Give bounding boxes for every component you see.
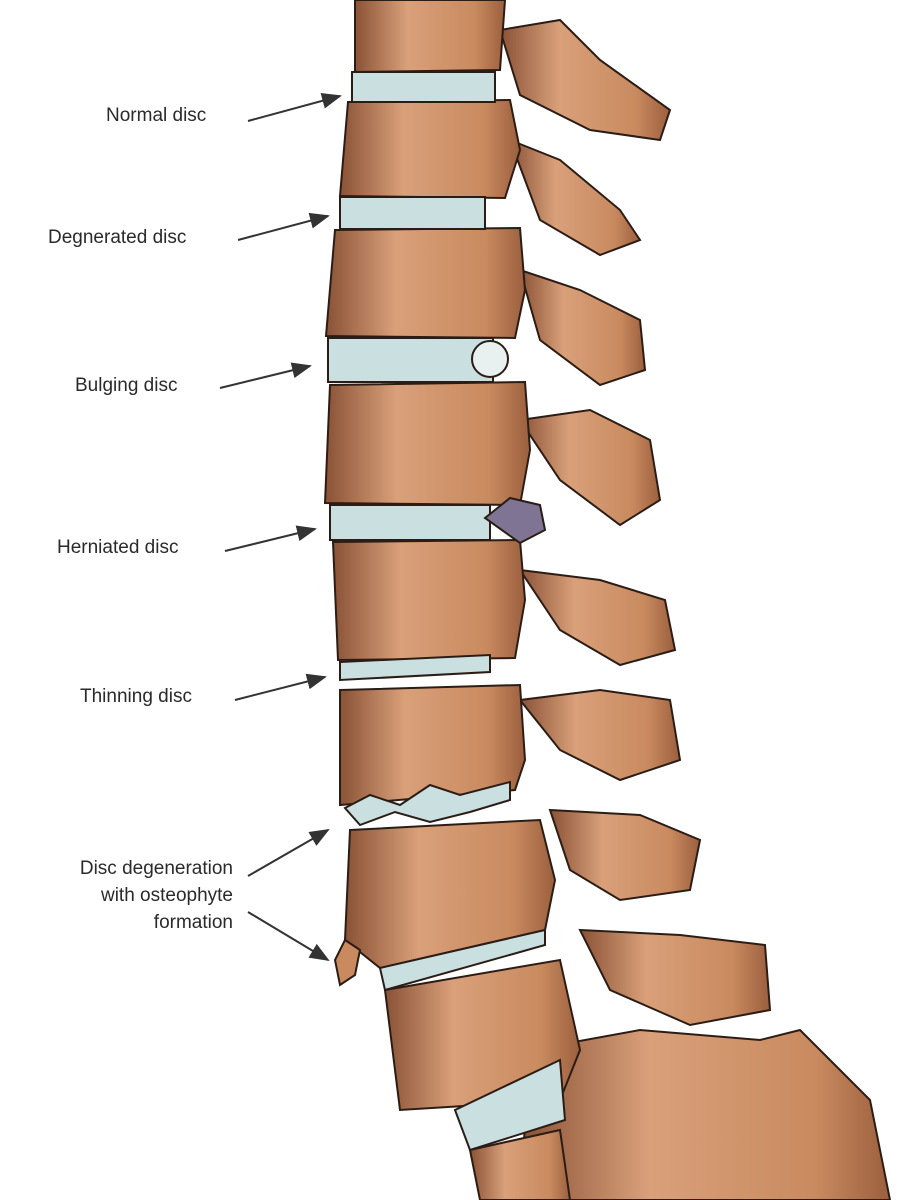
spinous-process (578, 928, 772, 1027)
spinous-process (498, 18, 672, 142)
arrow-bulging (219, 362, 312, 389)
label-osteophyte-line1: Disc degeneration (79, 858, 233, 879)
osteophyte-disc (343, 780, 511, 827)
bulging-disc (327, 337, 494, 383)
bulge (471, 340, 509, 378)
label-normal-disc: Normal disc (106, 105, 207, 126)
lumbosacral-disc (453, 1058, 567, 1152)
arrow-normal (247, 93, 342, 122)
vertebra (331, 538, 527, 662)
spinous-process (518, 268, 647, 387)
spinous-process (517, 568, 677, 667)
vertebra (324, 226, 527, 340)
spinous-process (518, 408, 662, 527)
sacrum (518, 1028, 892, 1200)
label-herniated-disc: Herniated disc (57, 537, 179, 558)
degenerated-disc (339, 196, 486, 230)
vertebra (323, 380, 532, 507)
arrow-osteophyte-lower (247, 911, 330, 962)
label-osteophyte: Disc degeneration with osteophyte format… (80, 855, 233, 936)
spinous-process (548, 808, 702, 902)
arrow-osteophyte-upper (247, 829, 330, 877)
label-degenerated-disc: Degnerated disc (48, 227, 187, 248)
label-osteophyte-line2: with osteophyte (100, 885, 233, 906)
herniated-disc (329, 504, 491, 541)
vertebra (354, 0, 507, 74)
label-thinning-disc: Thinning disc (80, 686, 192, 707)
spinous-process (518, 688, 682, 782)
thinning-disc (339, 653, 491, 682)
vertebra (339, 683, 527, 807)
label-bulging-disc: Bulging disc (75, 375, 178, 396)
arrow-degenerated (237, 212, 330, 241)
vertebra (338, 98, 522, 200)
osteophyte (333, 938, 362, 987)
normal-disc (351, 71, 496, 103)
spinous-process (508, 138, 642, 257)
arrow-thinning (234, 673, 327, 701)
arrow-herniated (224, 525, 317, 552)
vertebra (468, 1128, 572, 1200)
degenerated-lower-disc (378, 928, 546, 992)
herniation (483, 496, 547, 545)
label-osteophyte-line3: formation (153, 912, 233, 933)
vertebra (383, 958, 582, 1112)
